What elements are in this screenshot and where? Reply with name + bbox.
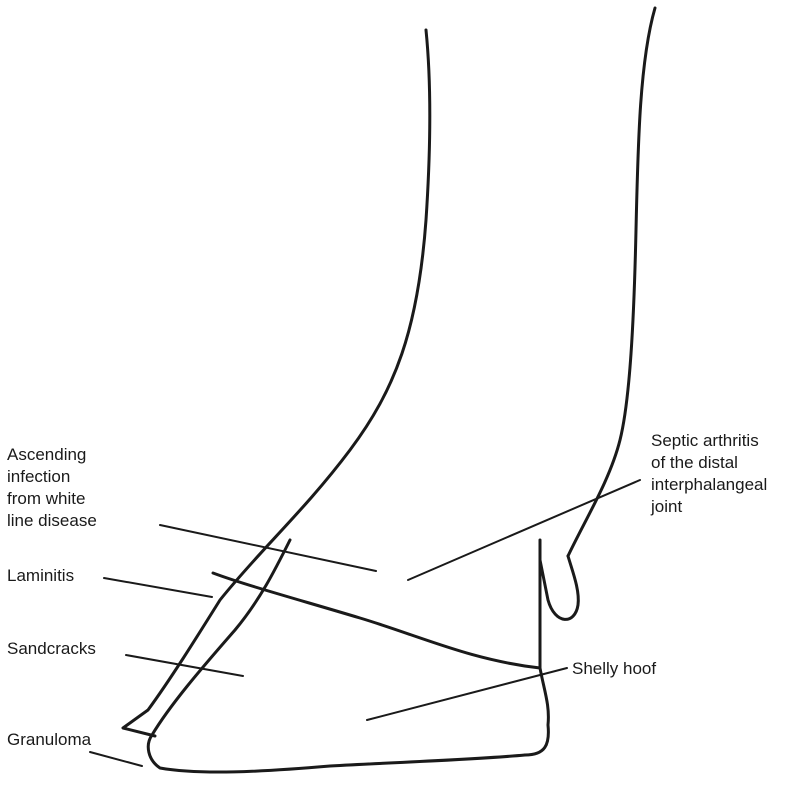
- heel-vertical: [525, 540, 548, 755]
- dorsal-leg-line: [123, 30, 430, 736]
- label-septic-arthritis-line-3: interphalangeal: [651, 474, 767, 496]
- label-ascending-infection-line-1: Ascending: [7, 444, 97, 466]
- label-ascending-infection: Ascending infection from white line dise…: [7, 444, 97, 532]
- sole-line: [148, 735, 525, 772]
- label-septic-arthritis: Septic arthritis of the distal interphal…: [651, 430, 767, 518]
- heel-bulb: [540, 556, 578, 619]
- label-ascending-infection-line-4: line disease: [7, 510, 97, 532]
- leader-laminitis: [104, 578, 212, 597]
- leader-shelly-hoof: [367, 668, 567, 720]
- leader-ascending-infection: [160, 525, 376, 571]
- label-laminitis: Laminitis: [7, 565, 74, 587]
- label-granuloma: Granuloma: [7, 729, 91, 751]
- label-laminitis-text: Laminitis: [7, 566, 74, 585]
- hoof-wall-inner: [152, 540, 290, 735]
- leader-lines: [90, 480, 640, 766]
- label-ascending-infection-line-3: from white: [7, 488, 97, 510]
- label-shelly-hoof-text: Shelly hoof: [572, 659, 656, 678]
- label-shelly-hoof: Shelly hoof: [572, 658, 656, 680]
- leader-septic-arthritis: [408, 480, 640, 580]
- palmar-leg-line: [568, 8, 655, 556]
- label-ascending-infection-line-2: infection: [7, 466, 97, 488]
- label-sandcracks: Sandcracks: [7, 638, 96, 660]
- label-sandcracks-text: Sandcracks: [7, 639, 96, 658]
- label-septic-arthritis-line-4: joint: [651, 496, 767, 518]
- label-septic-arthritis-line-1: Septic arthritis: [651, 430, 767, 452]
- leader-granuloma: [90, 752, 142, 766]
- coronary-band: [213, 573, 540, 668]
- label-septic-arthritis-line-2: of the distal: [651, 452, 767, 474]
- label-granuloma-text: Granuloma: [7, 730, 91, 749]
